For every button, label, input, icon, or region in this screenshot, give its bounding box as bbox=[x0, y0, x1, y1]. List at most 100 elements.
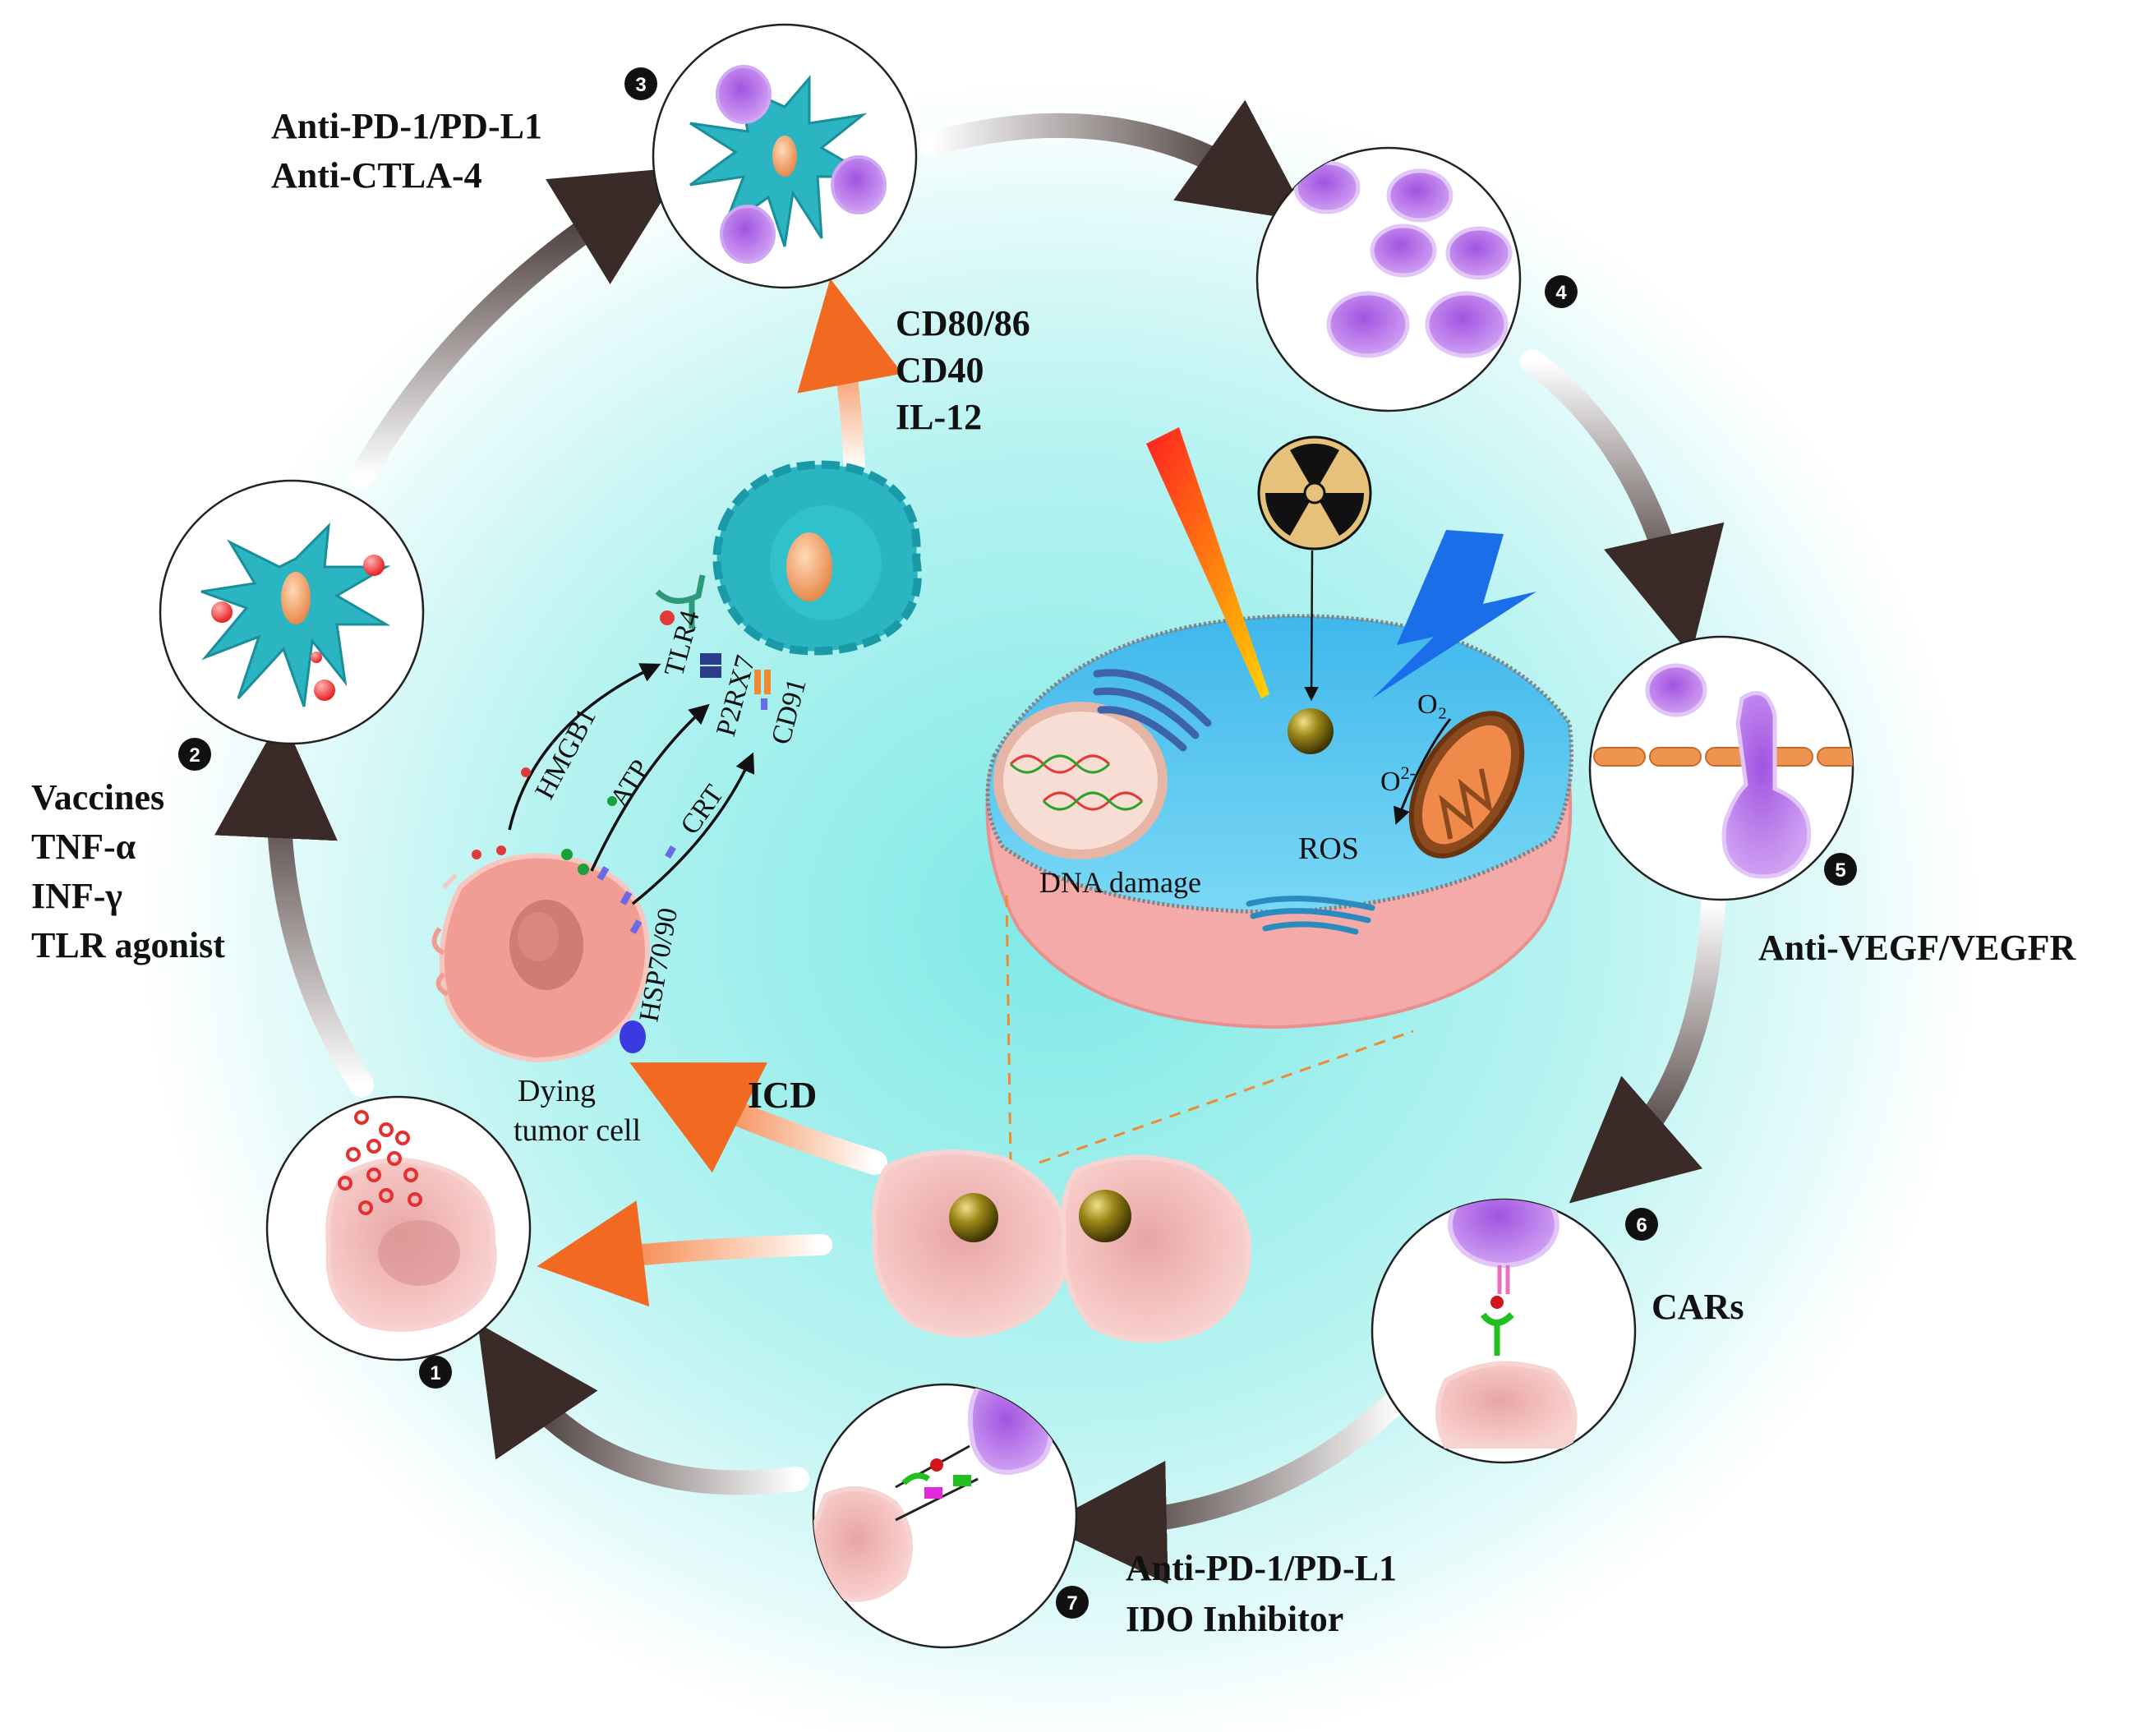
dying-cell-label-2: tumor cell bbox=[514, 1113, 641, 1148]
svg-text:TNF-α: TNF-α bbox=[31, 827, 136, 867]
car-t-cell bbox=[1448, 1200, 1559, 1268]
crt-arrow bbox=[631, 752, 755, 905]
step-badge-1: 1 bbox=[419, 1356, 452, 1389]
nucleus bbox=[786, 532, 832, 601]
atp-arrow bbox=[590, 703, 710, 872]
svg-text:6: 6 bbox=[1636, 1214, 1647, 1237]
step-badges: 1 2 3 4 5 6 7 bbox=[178, 67, 1857, 1619]
hmgb1-arrow bbox=[508, 663, 661, 831]
svg-text:CD40: CD40 bbox=[896, 350, 984, 390]
step-3-circle bbox=[652, 23, 918, 289]
step-7-circle bbox=[812, 1383, 1078, 1649]
laser-beam-icon bbox=[1146, 427, 1269, 698]
arrow-5-to-6 bbox=[1569, 891, 1725, 1204]
svg-text:IDO Inhibitor: IDO Inhibitor bbox=[1126, 1599, 1343, 1639]
dna-damage-label: DNA damage bbox=[1039, 866, 1201, 899]
o2-label: O₂ bbox=[1417, 689, 1447, 720]
svg-text:2: 2 bbox=[189, 744, 200, 767]
nucleus bbox=[281, 572, 311, 624]
cd91-receptor bbox=[754, 670, 761, 694]
t-cell bbox=[1425, 291, 1509, 358]
svg-text:Anti-PD-1/PD-L1: Anti-PD-1/PD-L1 bbox=[271, 106, 542, 146]
step-2-circle bbox=[159, 479, 425, 745]
step-badge-2: 2 bbox=[178, 738, 211, 771]
svg-text:Anti-PD-1/PD-L1: Anti-PD-1/PD-L1 bbox=[1126, 1548, 1397, 1588]
t-cell bbox=[720, 205, 776, 264]
t-cell bbox=[1386, 168, 1453, 223]
step-6-labels: CARs bbox=[1652, 1287, 1744, 1327]
arrow-6-to-7 bbox=[1043, 1384, 1413, 1584]
nanoparticle bbox=[1288, 708, 1334, 754]
lightning-icon bbox=[1372, 530, 1536, 698]
svg-text:5: 5 bbox=[1835, 859, 1845, 882]
tlr4-receptor bbox=[655, 574, 706, 604]
radiation-icon bbox=[1257, 435, 1372, 702]
icd-label: ICD bbox=[748, 1074, 817, 1116]
dc-activation-labels: CD80/86 CD40 IL-12 bbox=[896, 303, 1030, 437]
to-tumor-arrow bbox=[537, 1200, 832, 1307]
damp-arrows bbox=[508, 663, 755, 905]
nanoparticle bbox=[949, 1193, 998, 1242]
superoxide-label: O2- bbox=[1380, 762, 1416, 797]
step-7-labels: Anti-PD-1/PD-L1 IDO Inhibitor bbox=[1126, 1548, 1397, 1639]
dying-cell-label-1: Dying bbox=[518, 1074, 596, 1108]
step-badge-6: 6 bbox=[1625, 1208, 1658, 1241]
arrow-7-to-1 bbox=[477, 1323, 809, 1495]
arrow-1-to-2 bbox=[214, 715, 374, 1097]
t-cell bbox=[1370, 223, 1437, 278]
step-badge-7: 7 bbox=[1056, 1586, 1089, 1619]
svg-text:TLR agonist: TLR agonist bbox=[31, 925, 225, 965]
arrow-3-to-4 bbox=[920, 99, 1310, 222]
step-badge-3: 3 bbox=[624, 67, 657, 100]
t-cell-extravasating bbox=[1721, 690, 1812, 879]
golgi bbox=[1093, 669, 1212, 752]
mitochondrion bbox=[1408, 711, 1525, 859]
dc-maturation-arrow bbox=[797, 278, 903, 479]
step-2-labels: Vaccines TNF-α INF-γ TLR agonist bbox=[31, 777, 225, 965]
step-badge-4: 4 bbox=[1545, 275, 1578, 308]
cycle-arrows bbox=[214, 99, 1725, 1584]
arrow-2-to-3 bbox=[349, 167, 684, 489]
svg-text:Anti-CTLA-4: Anti-CTLA-4 bbox=[271, 155, 482, 196]
damp-molecules bbox=[472, 767, 676, 934]
svg-text:CD80/86: CD80/86 bbox=[896, 303, 1030, 343]
central-dendritic-cell bbox=[712, 460, 922, 656]
ros-label: ROS bbox=[1298, 831, 1359, 866]
t-cell bbox=[831, 155, 887, 214]
step-4-circle bbox=[1255, 146, 1522, 412]
orange-arrows bbox=[537, 278, 903, 1307]
red-particles bbox=[338, 1110, 422, 1215]
icd-arrow bbox=[629, 1062, 887, 1175]
svg-text:CARs: CARs bbox=[1652, 1287, 1744, 1327]
nanoparticle bbox=[1079, 1190, 1131, 1242]
p2rx7-receptor bbox=[700, 653, 721, 665]
t-cell bbox=[1445, 226, 1513, 280]
dc-receptors bbox=[655, 574, 771, 710]
dna-helix bbox=[1009, 754, 1144, 811]
svg-text:IL-12: IL-12 bbox=[896, 397, 982, 437]
cell-nucleus bbox=[993, 702, 1168, 859]
svg-text:INF-γ: INF-γ bbox=[31, 876, 122, 916]
svg-text:3: 3 bbox=[635, 74, 646, 96]
hsp-protein bbox=[620, 1020, 646, 1053]
svg-text:Anti-VEGF/VEGFR: Anti-VEGF/VEGFR bbox=[1758, 928, 2076, 968]
step-5-circle bbox=[1588, 635, 1854, 901]
svg-text:1: 1 bbox=[430, 1362, 440, 1384]
arrow-4-to-5 bbox=[1520, 349, 1725, 656]
enlarged-tumor-cell bbox=[985, 614, 1573, 1030]
svg-text:4: 4 bbox=[1555, 282, 1567, 304]
dying-tumor-cell bbox=[431, 853, 650, 1063]
t-cell bbox=[1645, 663, 1707, 717]
nanoparticle-tumor-cells bbox=[872, 1149, 1252, 1343]
svg-text:7: 7 bbox=[1066, 1592, 1077, 1615]
step-3-labels: Anti-PD-1/PD-L1 Anti-CTLA-4 bbox=[271, 106, 542, 196]
step-5-labels: Anti-VEGF/VEGFR bbox=[1758, 928, 2076, 968]
svg-text:Vaccines: Vaccines bbox=[31, 777, 164, 818]
step-6-circle bbox=[1371, 1198, 1637, 1464]
t-cell bbox=[716, 65, 772, 124]
zoom-lines bbox=[1005, 895, 1414, 1164]
step-1-circle bbox=[265, 1095, 532, 1361]
tumor-cell bbox=[1435, 1361, 1578, 1449]
t-cell bbox=[1326, 291, 1410, 358]
